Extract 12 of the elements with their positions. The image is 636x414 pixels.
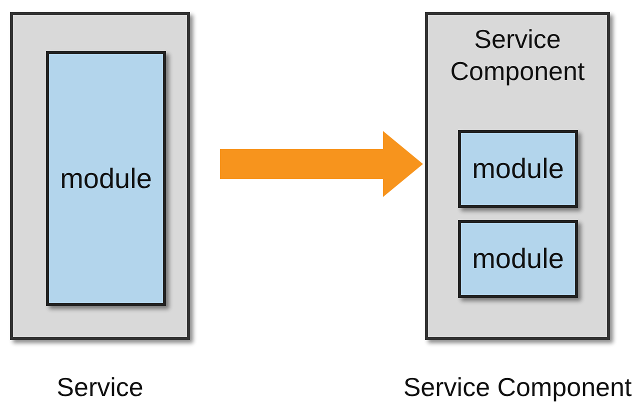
container-title: Service Component	[449, 23, 586, 87]
module-box	[458, 220, 578, 298]
container-box	[425, 12, 610, 340]
module-label: module	[60, 162, 152, 196]
module-label: module	[472, 242, 564, 276]
container-box	[10, 12, 190, 340]
module-label: module	[472, 152, 564, 186]
module-box	[46, 51, 166, 306]
module-box	[458, 130, 578, 208]
arrow	[220, 131, 423, 197]
node-label: Service Component	[402, 371, 633, 404]
node-label: Service	[56, 371, 144, 404]
